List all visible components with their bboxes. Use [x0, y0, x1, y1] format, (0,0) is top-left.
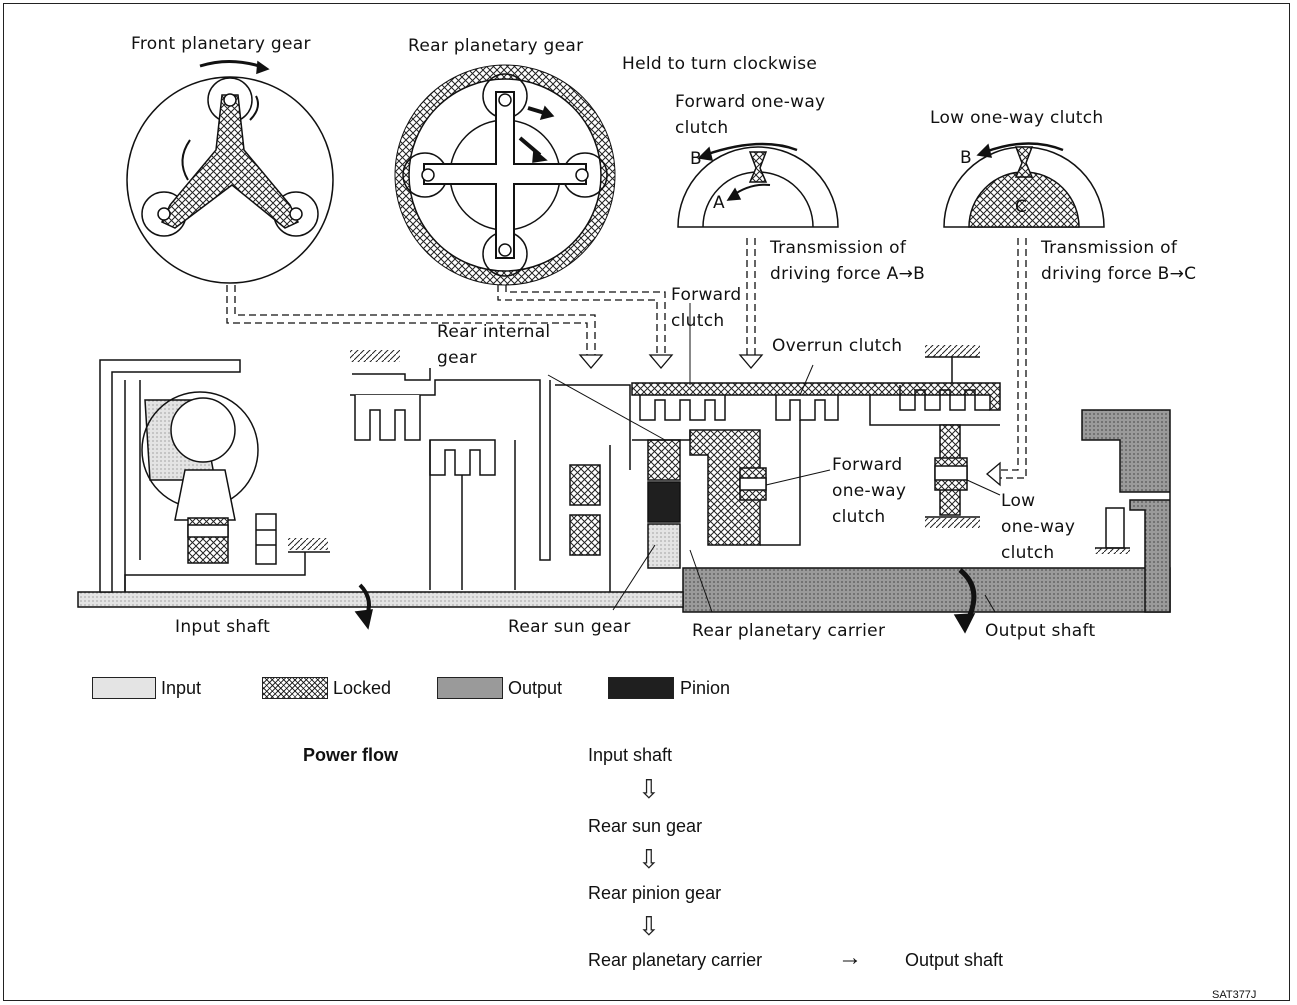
power-flow-title: Power flow	[303, 744, 398, 766]
low-owc-label-2: one-way	[1001, 517, 1075, 537]
letter-a: A	[713, 193, 725, 213]
power-flow-step-1: Input shaft	[588, 744, 672, 766]
power-flow-final: Output shaft	[905, 949, 1003, 971]
right-arrow-icon: →	[838, 947, 862, 969]
letter-c: C	[1015, 197, 1027, 217]
forward-owc-label-2: one-way	[832, 481, 906, 501]
rear-internal-gear-label-2: gear	[437, 348, 477, 368]
front-planetary-gear-label: Front planetary gear	[131, 34, 311, 54]
output-shaft-label: Output shaft	[985, 621, 1095, 641]
power-flow-step-3: Rear pinion gear	[588, 882, 721, 904]
forward-clutch-label-1: Forward	[671, 285, 741, 305]
down-arrow-icon: ⇩	[638, 913, 660, 939]
forward-owc-top-label-1: Forward one-way	[675, 92, 825, 112]
transmission-ab-label-2: driving force A→B	[770, 264, 925, 284]
forward-clutch-label-2: clutch	[671, 311, 724, 331]
rear-planetary-gear-label: Rear planetary gear	[408, 36, 583, 56]
forward-owc-label-3: clutch	[832, 507, 885, 527]
down-arrow-icon: ⇩	[638, 846, 660, 872]
figure-code: SAT377J	[1212, 989, 1256, 1001]
power-flow-step-4: Rear planetary carrier	[588, 949, 762, 971]
held-clockwise-label: Held to turn clockwise	[622, 54, 817, 74]
legend-input-label: Input	[161, 677, 201, 699]
legend-locked-label: Locked	[333, 677, 391, 699]
legend-locked-swatch	[262, 677, 328, 699]
transmission-bc-label-1: Transmission of	[1041, 238, 1177, 258]
rear-internal-gear-label-1: Rear internal	[437, 322, 550, 342]
transmission-section	[78, 345, 1170, 632]
overrun-clutch-label: Overrun clutch	[772, 336, 902, 356]
power-flow-step-2: Rear sun gear	[588, 815, 702, 837]
legend-output-label: Output	[508, 677, 562, 699]
rear-planetary-carrier-label: Rear planetary carrier	[692, 621, 885, 641]
down-arrow-icon: ⇩	[638, 776, 660, 802]
legend-pinion-label: Pinion	[680, 677, 730, 699]
forward-owc-label-1: Forward	[832, 455, 902, 475]
input-shaft-label: Input shaft	[175, 617, 270, 637]
low-owc-label-1: Low	[1001, 491, 1035, 511]
legend-output-swatch	[437, 677, 503, 699]
transmission-ab-label-1: Transmission of	[770, 238, 906, 258]
legend-pinion-swatch	[608, 677, 674, 699]
legend-input-swatch	[92, 677, 156, 699]
letter-b-forward: B	[690, 149, 702, 169]
forward-owc-top-label-2: clutch	[675, 118, 728, 138]
letter-b-low: B	[960, 148, 972, 168]
rear-sun-gear-label: Rear sun gear	[508, 617, 631, 637]
forward-one-way-clutch-sketch	[678, 144, 838, 227]
low-owc-label-3: clutch	[1001, 543, 1054, 563]
rear-planetary-gear	[395, 65, 615, 285]
low-owc-top-label: Low one-way clutch	[930, 108, 1103, 128]
front-planetary-gear	[127, 61, 333, 283]
transmission-bc-label-2: driving force B→C	[1041, 264, 1196, 284]
